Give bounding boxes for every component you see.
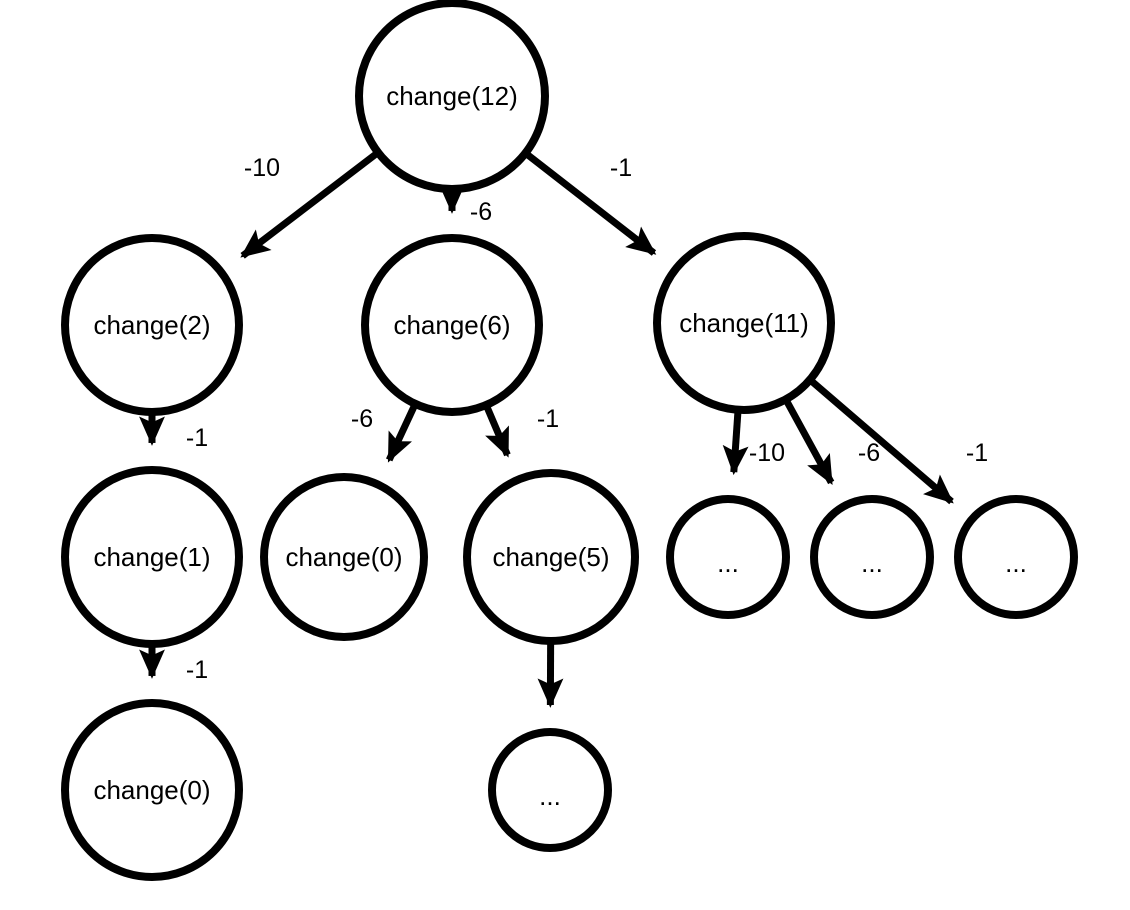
tree-node[interactable]: ... [954,495,1078,619]
tree-node[interactable]: change(1) [61,466,243,648]
node-circle [61,466,243,648]
edge-weight-label: -1 [610,154,632,182]
node-label: change(11) [679,308,809,338]
node-circle [653,232,835,414]
node-label: change(0) [285,542,402,572]
tree-node[interactable]: ... [488,728,612,852]
node-ellipsis-label: ... [717,548,739,578]
tree-node[interactable]: change(12) [355,0,549,193]
tree-edge [386,403,419,463]
node-label: change(0) [93,775,210,805]
node-ellipsis-label: ... [861,548,883,578]
tree-node[interactable]: change(5) [463,469,639,645]
node-circle [463,469,639,645]
tree-edge [240,150,380,259]
tree-node[interactable]: change(0) [260,473,428,641]
tree-edge [783,398,835,485]
node-label: change(2) [93,310,210,340]
edge-weight-label: -6 [470,198,492,226]
edge-weight-label: -10 [244,154,280,182]
edge-weight-label: -1 [966,439,988,467]
node-label: change(12) [386,81,518,111]
node-ellipsis-label: ... [539,781,561,811]
node-circle [954,495,1078,619]
tree-node[interactable]: ... [810,495,934,619]
edge-weight-label: -1 [186,656,208,684]
node-label: change(1) [93,542,210,572]
tree-node[interactable]: ... [666,495,790,619]
node-circle [260,473,428,641]
node-circle [361,234,543,416]
node-ellipsis-label: ... [1005,548,1027,578]
tree-edge [483,404,511,458]
node-circle [666,495,790,619]
tree-node[interactable]: change(0) [61,699,243,881]
edges-layer [139,150,954,708]
edge-weight-label: -1 [186,424,208,452]
tree-node[interactable]: change(2) [61,234,243,416]
tree-node[interactable]: change(6) [361,234,543,416]
tree-edge [808,377,954,505]
node-circle [810,495,934,619]
nodes-layer: change(12) change(2) change(6) change(11) ch… [61,0,1078,881]
node-circle [355,0,549,193]
tree-node[interactable]: change(11) [653,232,835,414]
edge-weight-label: -1 [537,405,559,433]
edge-weight-label: -6 [858,439,880,467]
node-circle [488,728,612,852]
tree-edge [523,150,657,256]
node-label: change(5) [492,542,609,572]
edge-weight-label: -10 [749,439,785,467]
node-circle [61,234,243,416]
edge-labels-layer: -10 -6 -1 -1 -6 -1 -10 -6 -1 -1 [186,154,988,684]
tree-edge [722,410,749,476]
node-label: change(6) [393,310,510,340]
edge-weight-label: -6 [351,405,373,433]
node-circle [61,699,243,881]
